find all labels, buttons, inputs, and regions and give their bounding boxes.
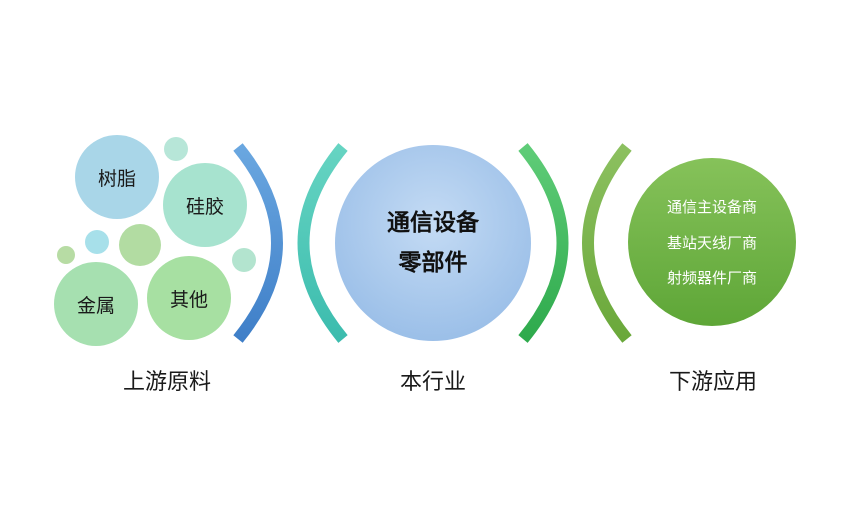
center-circle-text: 通信设备 零部件 xyxy=(335,145,531,341)
teal-arc xyxy=(297,143,348,343)
center-title: 通信设备 零部件 xyxy=(387,203,479,283)
bubble-guijiao xyxy=(163,163,247,247)
downstream-item-2: 基站天线厂商 xyxy=(666,234,757,252)
upstream-item-2: 硅胶 xyxy=(185,195,224,218)
downstream-label: 下游应用 xyxy=(668,370,757,395)
upstream-item-1: 树脂 xyxy=(97,167,136,190)
downstream-item-1: 通信主设备商 xyxy=(666,198,757,216)
midstream-label: 本行业 xyxy=(399,370,466,395)
bubble-small-left xyxy=(57,246,75,264)
bubble-jinshu xyxy=(54,262,138,346)
downstream-item-3: 射频器件厂商 xyxy=(666,269,757,287)
bubble-shuzhi xyxy=(75,135,159,219)
blue-arc xyxy=(233,143,283,343)
bubble-small-green xyxy=(119,224,161,266)
center-title-line2: 零部件 xyxy=(398,250,468,276)
center-circle xyxy=(335,145,531,341)
upstream-item-4: 其他 xyxy=(169,288,208,311)
bubble-small-blue xyxy=(85,230,109,254)
upstream-item-3: 金属 xyxy=(76,294,115,317)
bubble-label-shuzhi: 树脂 xyxy=(75,135,159,219)
olive-arc xyxy=(582,143,632,343)
bubble-label-guijiao: 硅胶 xyxy=(163,163,247,247)
bubble-label-jinshu: 金属 xyxy=(54,262,138,346)
bubble-small-right xyxy=(232,248,256,272)
center-title-line1: 通信设备 xyxy=(387,210,479,236)
bubble-small-top xyxy=(164,137,188,161)
upstream-label: 上游原料 xyxy=(122,370,211,395)
green-arc xyxy=(518,143,569,343)
bubble-qita xyxy=(147,256,231,340)
downstream-circle xyxy=(628,158,796,326)
bubble-label-qita: 其他 xyxy=(147,256,231,340)
